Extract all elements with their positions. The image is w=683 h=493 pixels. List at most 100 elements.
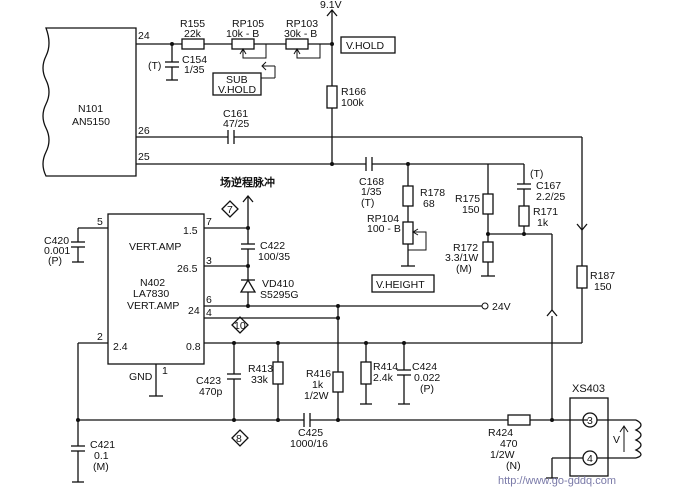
rp103-ref: RP103 — [286, 18, 318, 30]
sub-vhold-line2: V.HOLD — [218, 84, 257, 96]
rp103 — [285, 38, 309, 50]
c167-val: 2.2/25 — [536, 191, 565, 203]
c420-ref: C420 — [44, 235, 69, 247]
rp104-ref: RP104 — [367, 213, 399, 225]
rp103-val: 30k - B — [284, 28, 317, 40]
c422-ref: C422 — [260, 240, 285, 252]
r171 — [518, 205, 530, 227]
r416-ref: R416 — [306, 368, 331, 380]
vd410-ref: VD410 — [262, 278, 294, 290]
r166-val: 100k — [341, 97, 365, 109]
r172-ref: R172 — [453, 242, 478, 254]
r172 — [482, 241, 494, 263]
tp8-label: 8 — [236, 433, 242, 445]
n402-v24b: 2.4 — [113, 341, 128, 353]
r424-val: 470 — [500, 438, 518, 450]
tp7-diamond — [221, 200, 239, 218]
n402-v265: 26.5 — [177, 263, 198, 275]
vheight-box — [371, 274, 435, 293]
n402-pin2: 2 — [97, 331, 103, 343]
xs403-ref: XS403 — [572, 383, 605, 395]
n402-v24: 24 — [188, 305, 200, 317]
r187-ref: R187 — [590, 270, 615, 282]
c420-note: (P) — [48, 255, 62, 267]
r172-note: (M) — [456, 263, 472, 275]
watermark-url: http://www.go-gddq.com — [498, 475, 616, 487]
xs403-body — [569, 397, 609, 477]
r171-ref: R171 — [533, 206, 558, 218]
n402-ref: N402 — [140, 277, 165, 289]
c421-note: (M) — [93, 461, 109, 473]
r416-val: 1k — [312, 379, 324, 391]
r424 — [507, 414, 531, 426]
r416 — [332, 371, 344, 393]
vd410-val: S5295G — [260, 289, 299, 301]
n101-ref: N101 — [78, 103, 103, 115]
r166-ref: R166 — [341, 86, 366, 98]
c424-val: 0.022 — [414, 372, 440, 384]
tp7-label: 7 — [227, 204, 233, 216]
c154-val: 1/35 — [184, 64, 205, 76]
tp8-diamond — [231, 429, 249, 447]
c424-ref: C424 — [412, 361, 437, 373]
r166 — [326, 85, 338, 109]
c167-ref: C167 — [536, 180, 561, 192]
r414-val: 2.4k — [373, 372, 394, 384]
c422-val: 100/35 — [258, 251, 290, 263]
r175 — [482, 193, 494, 215]
n101-part: AN5150 — [72, 116, 110, 128]
vheight-label: V.HEIGHT — [376, 279, 425, 291]
rp105 — [231, 38, 255, 50]
c154-ref: C154 — [182, 54, 207, 66]
n402-pin4: 4 — [206, 307, 212, 319]
xs403-pin3: 3 — [587, 415, 593, 427]
vhold-label: V.HOLD — [346, 40, 385, 52]
c421-ref: C421 — [90, 439, 115, 451]
n402-pin5: 5 — [97, 216, 103, 228]
r413 — [272, 361, 284, 385]
n402-pin3: 3 — [206, 255, 212, 267]
r175-val: 150 — [462, 204, 480, 216]
r416-val2: 1/2W — [304, 390, 329, 402]
r187 — [576, 265, 588, 289]
rp105-val: 10k - B — [226, 28, 259, 40]
c425-val: 1000/16 — [290, 438, 328, 450]
n402-line1: VERT.AMP — [129, 241, 181, 253]
sub-vhold-line1: SUB — [226, 74, 248, 86]
c423-val: 470p — [199, 386, 223, 398]
rp104 — [402, 221, 414, 245]
r413-ref: R413 — [248, 363, 273, 375]
r178-ref: R178 — [420, 187, 445, 199]
rp104-val: 100 - B — [367, 223, 401, 235]
c154-note: (T) — [148, 60, 161, 72]
r424-val2: 1/2W — [490, 449, 515, 461]
n402-v08: 0.8 — [186, 341, 201, 353]
r178-val: 68 — [423, 198, 435, 210]
c168-val: 1/35 — [361, 186, 382, 198]
r155 — [181, 38, 205, 50]
c424-note: (P) — [420, 383, 434, 395]
supply-24v: 24V — [492, 301, 511, 313]
supply-9v1: 9.1V — [320, 0, 342, 11]
r414 — [360, 361, 372, 385]
n402-part: LA7830 — [133, 288, 169, 300]
tp10-diamond — [231, 316, 249, 334]
vd410 — [239, 278, 257, 293]
c168-note: (T) — [361, 197, 374, 209]
yoke-coil — [634, 419, 642, 459]
c167-note: (T) — [530, 168, 543, 180]
c161-ref: C161 — [223, 108, 248, 120]
tp10-label: 10 — [234, 320, 246, 332]
r178 — [402, 185, 414, 207]
r171-val: 1k — [537, 217, 549, 229]
xs403-pin4: 4 — [587, 453, 593, 465]
n101-pin-25: 25 — [138, 151, 150, 163]
n402-gnd-pin: 1 — [162, 365, 168, 377]
r424-note: (N) — [506, 460, 521, 472]
yoke-v-label: V — [613, 434, 620, 446]
r414-ref: R414 — [373, 361, 398, 373]
r155-val: 22k — [184, 28, 202, 40]
flyback-pulse-label: 场逆程脉冲 — [220, 175, 275, 189]
r187-val: 150 — [594, 281, 612, 293]
